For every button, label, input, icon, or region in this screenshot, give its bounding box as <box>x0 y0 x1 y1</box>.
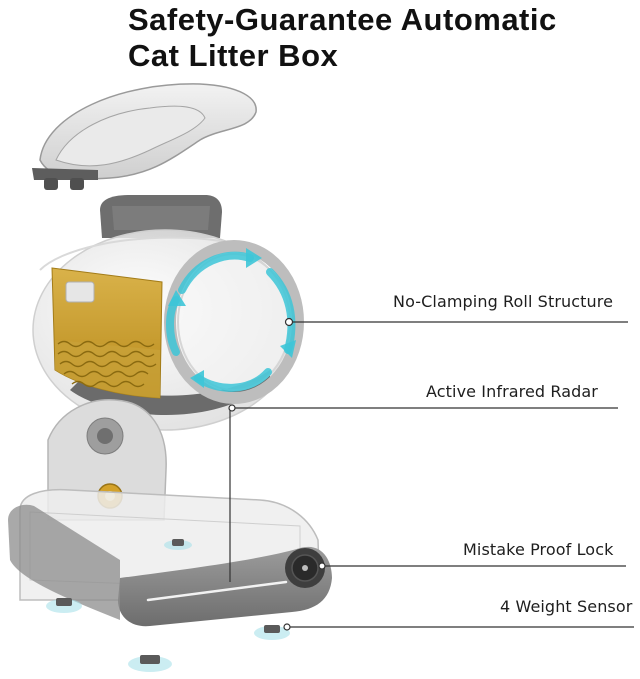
page-title: Safety-Guarantee Automatic Cat Litter Bo… <box>128 2 628 74</box>
top-lid <box>32 83 257 190</box>
callout-dot-radar <box>228 404 236 412</box>
rotation-arrows-icon <box>166 251 296 392</box>
callout-roll-structure: No-Clamping Roll Structure <box>393 292 614 311</box>
top-handle <box>100 195 222 238</box>
callout-infrared-radar: Active Infrared Radar <box>426 382 598 401</box>
callout-dot-lock <box>318 562 326 570</box>
lock-dial-icon <box>285 548 325 588</box>
callout-dot-roll <box>284 317 294 327</box>
title-line-1: Safety-Guarantee Automatic <box>128 2 557 37</box>
callout-weight-sensor: 4 Weight Sensor <box>500 597 633 616</box>
rotating-drum <box>32 229 304 431</box>
callout-proof-lock: Mistake Proof Lock <box>463 540 614 559</box>
title-line-2: Cat Litter Box <box>128 38 339 73</box>
callout-dot-sensor <box>283 623 291 631</box>
sensor-foot-icon <box>46 539 290 672</box>
